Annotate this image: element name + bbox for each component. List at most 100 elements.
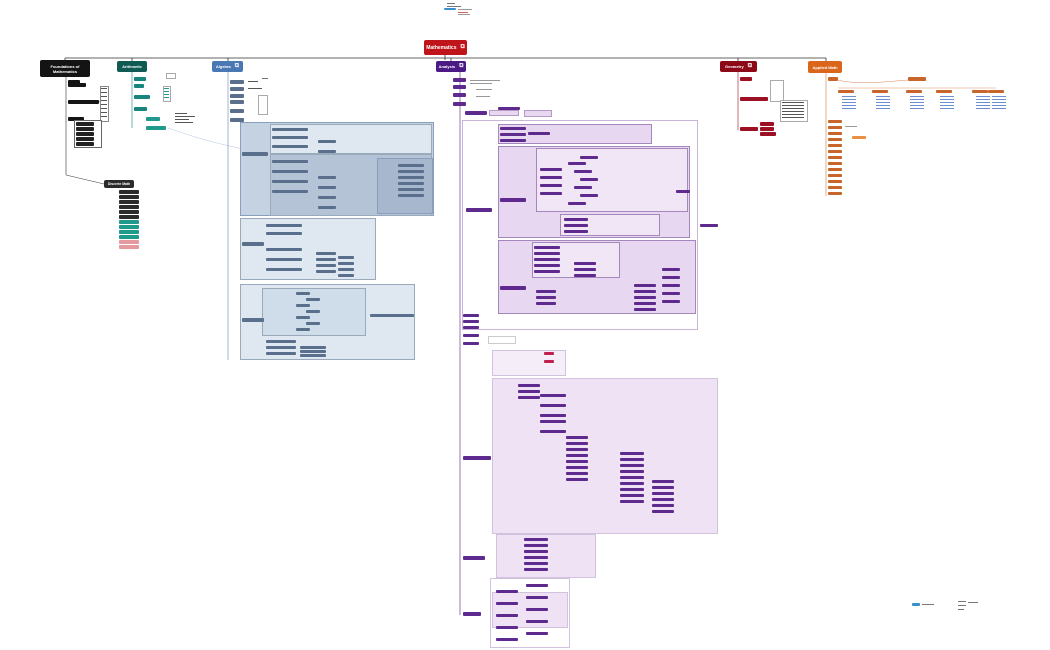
algebra-leaf[interactable] <box>300 354 326 357</box>
matrix-leaf[interactable] <box>398 164 424 167</box>
analysis-child[interactable] <box>463 320 479 323</box>
algebra-child[interactable] <box>230 80 244 84</box>
analysis-child[interactable] <box>453 102 466 106</box>
linear-algebra-node[interactable] <box>242 152 268 156</box>
discrete-topic-node[interactable] <box>119 210 139 214</box>
algebra-child[interactable] <box>230 94 244 98</box>
diff-leaf[interactable] <box>568 202 586 205</box>
mv-topic[interactable] <box>534 258 560 261</box>
fa-leaf[interactable] <box>620 494 644 497</box>
mv-leaf[interactable] <box>634 290 656 293</box>
fa-topic[interactable] <box>540 404 566 407</box>
fa-leaf[interactable] <box>566 460 588 463</box>
fa-leaf[interactable] <box>566 478 588 481</box>
diff-topic[interactable] <box>540 192 562 195</box>
diff-topic[interactable] <box>540 184 562 187</box>
applied-sub-node[interactable] <box>936 90 952 93</box>
applied-topic[interactable] <box>828 162 842 165</box>
branch-foundations[interactable]: Foundations of Mathematics <box>40 60 90 77</box>
applied-topic[interactable] <box>828 192 842 195</box>
analysis-child[interactable] <box>463 342 479 345</box>
fa-leaf[interactable] <box>652 486 674 489</box>
mv-leaf[interactable] <box>634 308 656 311</box>
mv-leaf[interactable] <box>662 292 680 295</box>
topology-leaf[interactable] <box>496 590 518 593</box>
mv-leaf[interactable] <box>634 284 656 287</box>
fa-leaf[interactable] <box>620 488 644 491</box>
set-theory-node[interactable] <box>76 132 94 136</box>
mv-leaf[interactable] <box>662 284 680 287</box>
geometry-child[interactable] <box>740 127 758 131</box>
analysis-child[interactable] <box>453 93 466 97</box>
abstract-topic[interactable] <box>266 248 302 251</box>
root-node-mathematics[interactable]: Mathematics⧉ <box>424 40 467 55</box>
fa-leaf[interactable] <box>566 472 588 475</box>
branch-applied-math[interactable]: Applied Math <box>808 61 842 73</box>
fa-topic[interactable] <box>540 394 566 397</box>
geometry-child[interactable] <box>760 132 776 136</box>
mv-topic[interactable] <box>534 270 560 273</box>
topology-leaf[interactable] <box>526 632 548 635</box>
diff-leaf[interactable] <box>574 170 592 173</box>
discrete-topic-node[interactable] <box>119 205 139 209</box>
linear-algebra-leaf[interactable] <box>318 176 336 179</box>
applied-leaf[interactable] <box>852 136 866 139</box>
applied-sub-node[interactable] <box>872 90 888 93</box>
discrete-topic-node[interactable] <box>119 200 139 204</box>
diff-topic[interactable] <box>540 176 562 179</box>
abstract-topic[interactable] <box>266 224 302 227</box>
foundations-child[interactable] <box>68 117 84 121</box>
mv-topic[interactable] <box>534 264 560 267</box>
fa-leaf[interactable] <box>566 442 588 445</box>
mv-leaf[interactable] <box>574 274 596 277</box>
applied-topic[interactable] <box>828 156 842 159</box>
mv-leaf[interactable] <box>662 276 680 279</box>
linear-algebra-leaf[interactable] <box>318 150 336 153</box>
geometry-child[interactable] <box>740 97 768 101</box>
applied-topic[interactable] <box>828 144 842 147</box>
complex-leaf[interactable] <box>544 352 554 355</box>
algebra-child[interactable] <box>230 109 244 113</box>
linear-algebra-topic[interactable] <box>272 190 308 193</box>
integral-leaf[interactable] <box>564 224 588 227</box>
applied-topic[interactable] <box>828 168 842 171</box>
set-theory-node[interactable] <box>76 142 94 146</box>
algebra-leaf[interactable] <box>266 352 296 355</box>
abstract-leaf[interactable] <box>316 270 336 273</box>
legend-node[interactable] <box>912 603 920 606</box>
discrete-math-node[interactable]: Discrete Math <box>104 180 134 188</box>
analysis-child[interactable] <box>463 334 479 337</box>
matrix-leaf[interactable] <box>398 188 424 191</box>
fa-leaf[interactable] <box>652 504 674 507</box>
discrete-topic-node[interactable] <box>119 230 139 234</box>
diff-leaf[interactable] <box>580 178 598 181</box>
fa-leaf[interactable] <box>620 464 644 467</box>
applied-sub-node[interactable] <box>988 90 1004 93</box>
arithmetic-child[interactable] <box>134 84 144 88</box>
calculus-leaf[interactable] <box>500 127 526 130</box>
abstract-leaf[interactable] <box>338 256 354 259</box>
arithmetic-child[interactable] <box>134 95 150 99</box>
fa-leaf[interactable] <box>566 436 588 439</box>
foundations-child[interactable] <box>68 100 99 104</box>
integral-leaf[interactable] <box>564 230 588 233</box>
discrete-topic-node[interactable] <box>119 215 139 219</box>
foundations-child[interactable] <box>68 83 86 87</box>
topology-node[interactable] <box>463 612 481 616</box>
applied-topic[interactable] <box>828 186 842 189</box>
discrete-topic-node[interactable] <box>119 195 139 199</box>
branch-geometry[interactable]: Geometry⧉ <box>720 61 757 72</box>
mv-leaf[interactable] <box>536 302 556 305</box>
topology-leaf[interactable] <box>526 608 548 611</box>
mv-topic[interactable] <box>534 246 560 249</box>
fa-topic[interactable] <box>540 430 566 433</box>
diff-topic[interactable] <box>540 168 562 171</box>
analysis-child[interactable] <box>453 85 466 89</box>
group-leaf[interactable] <box>370 314 414 317</box>
mv-leaf[interactable] <box>536 296 556 299</box>
geometry-child[interactable] <box>740 77 752 81</box>
matrix-leaf[interactable] <box>398 170 424 173</box>
abstract-leaf[interactable] <box>338 268 354 271</box>
applied-child[interactable] <box>828 77 838 81</box>
fa-leaf[interactable] <box>518 384 540 387</box>
